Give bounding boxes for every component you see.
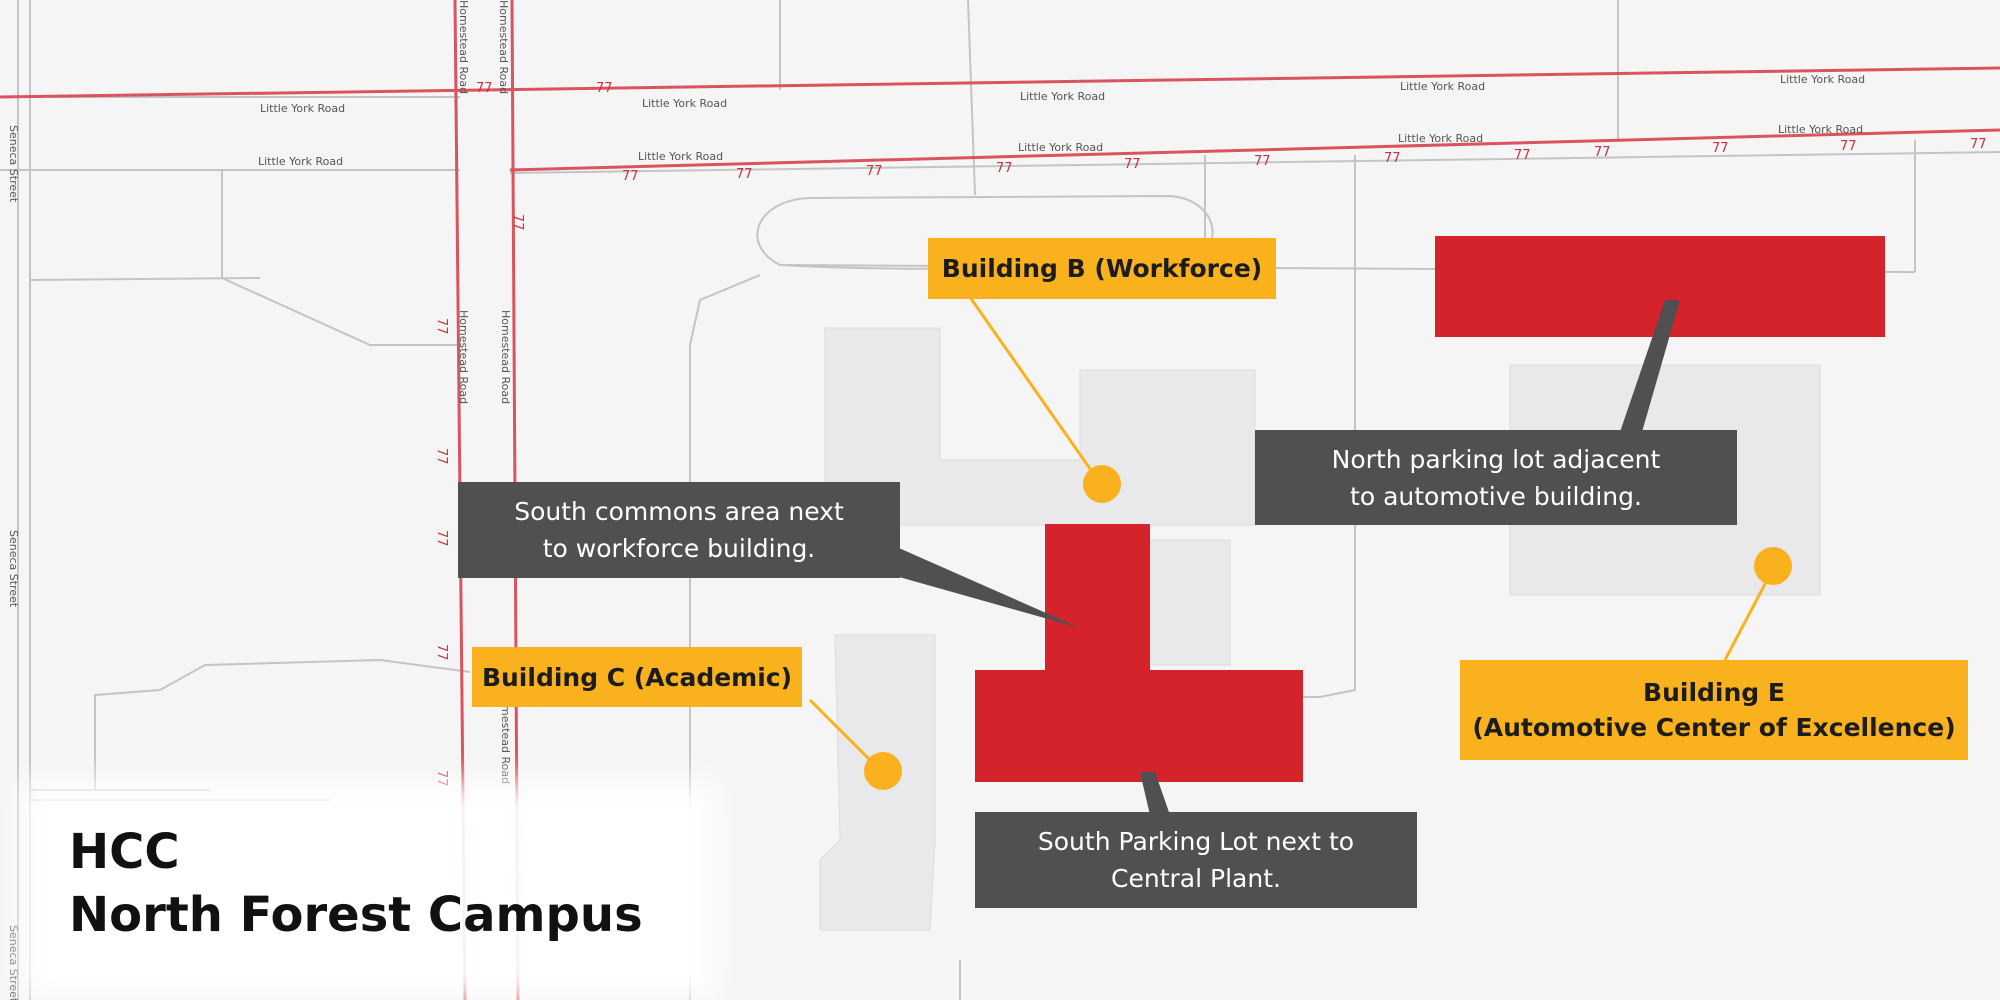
location-pins: [864, 465, 1792, 790]
road-label-homestead: Homestead Road: [497, 0, 510, 94]
building-b-footprint: [824, 327, 1256, 526]
building-footprints: [819, 327, 1821, 931]
south-commons-label-line1: South commons area next: [514, 497, 844, 526]
road-label-little-york: Little York Road: [1020, 90, 1105, 103]
route-77-marker: 77: [1514, 148, 1531, 163]
road-label-little-york: Little York Road: [638, 150, 723, 163]
road-label-homestead: Homestead Road: [499, 310, 512, 404]
route-77-marker: 77: [476, 81, 493, 96]
road-label-seneca: Seneca Street: [7, 530, 20, 608]
route-77-marker: 77: [1840, 139, 1857, 154]
road-label-homestead: Homestead Road: [499, 690, 512, 784]
building-b-pin[interactable]: [1083, 465, 1121, 503]
road-label-little-york: Little York Road: [642, 97, 727, 110]
route-77-marker: 77: [1594, 145, 1611, 160]
route-77-marker: 77: [434, 770, 449, 787]
building-e-pin[interactable]: [1754, 547, 1792, 585]
map-title-line2: North Forest Campus: [69, 887, 643, 943]
south-commons-label-line2: to workforce building.: [542, 534, 816, 563]
road-label-homestead: Homestead Road: [457, 0, 470, 94]
road-label-little-york: Little York Road: [260, 102, 345, 115]
road-label-homestead: Homestead Road: [457, 310, 470, 404]
building-c-label-text: Building C (Academic): [481, 662, 793, 692]
building-e-label-line2: (Automotive Center of Excellence): [1472, 713, 1956, 742]
road-label-little-york: Little York Road: [1778, 123, 1863, 136]
route-77-marker: 77: [434, 644, 449, 661]
road-label-little-york: Little York Road: [1400, 80, 1485, 93]
callout-pointers: [892, 300, 1680, 815]
building-b-label-text: Building B (Workforce): [941, 254, 1263, 283]
north-lot-label-line2: to automotive building.: [1350, 481, 1642, 511]
road-label-seneca: Seneca Street: [7, 925, 20, 1000]
south-lot-label-line1: South Parking Lot next to: [1037, 827, 1355, 856]
route-77-marker: 77: [434, 318, 449, 335]
building-b-leader: [963, 289, 1102, 484]
north-lot-label-line1: North parking lot adjacent: [1331, 444, 1661, 474]
route-77-marker: 77: [596, 81, 613, 96]
route-77-marker: 77: [434, 448, 449, 465]
route-77-marker: 77: [434, 530, 449, 547]
building-c-pin[interactable]: [864, 752, 902, 790]
south-lot-label-line2: Central Plant.: [1111, 864, 1281, 893]
south-commons-pointer: [892, 545, 1080, 628]
building-c-leader: [808, 698, 882, 772]
road-label-little-york: Little York Road: [1018, 141, 1103, 154]
route-77-marker: 77: [1384, 151, 1401, 166]
road-label-little-york: Little York Road: [1398, 132, 1483, 145]
road-label-little-york: Little York Road: [1780, 73, 1865, 86]
route-77-marker: 77: [510, 214, 525, 231]
highlighted-areas: [975, 236, 1885, 782]
road-label-little-york: Little York Road: [258, 155, 343, 168]
map-title: HCC North Forest Campus: [44, 806, 694, 976]
route-77-marker: 77: [866, 164, 883, 179]
south-lot-label[interactable]: South Parking Lot next to Central Plant.: [975, 812, 1417, 908]
building-b-label[interactable]: Building B (Workforce): [928, 238, 1276, 299]
route-77-marker: 77: [1712, 141, 1729, 156]
route-77-marker: 77: [622, 169, 639, 184]
map-title-line1: HCC: [69, 824, 180, 880]
route-markers: 77 77 77 77 77 77 77 77 77 77 77 77 77 7…: [434, 81, 1987, 787]
central-plant-footprint: [1149, 539, 1231, 666]
route-77-marker: 77: [1254, 154, 1271, 169]
building-e-label[interactable]: Building E (Automotive Center of Excelle…: [1460, 660, 1968, 760]
road-labels: Little York Road Little York Road Little…: [7, 0, 1865, 1000]
building-c-label[interactable]: Building C (Academic): [472, 647, 802, 707]
south-lot-pointer: [1140, 772, 1170, 815]
route-77-marker: 77: [736, 167, 753, 182]
road-label-seneca: Seneca Street: [7, 125, 20, 203]
route-77-marker: 77: [996, 161, 1013, 176]
route-77-marker: 77: [1970, 137, 1987, 152]
north-lot-pointer: [1620, 300, 1680, 432]
south-parking-lot-area: [975, 670, 1303, 782]
building-e-label-line1: Building E: [1643, 678, 1785, 707]
south-commons-label[interactable]: South commons area next to workforce bui…: [458, 482, 900, 578]
south-commons-area: [1045, 524, 1150, 674]
north-lot-label[interactable]: North parking lot adjacent to automotive…: [1255, 430, 1737, 525]
route-77-marker: 77: [1124, 157, 1141, 172]
